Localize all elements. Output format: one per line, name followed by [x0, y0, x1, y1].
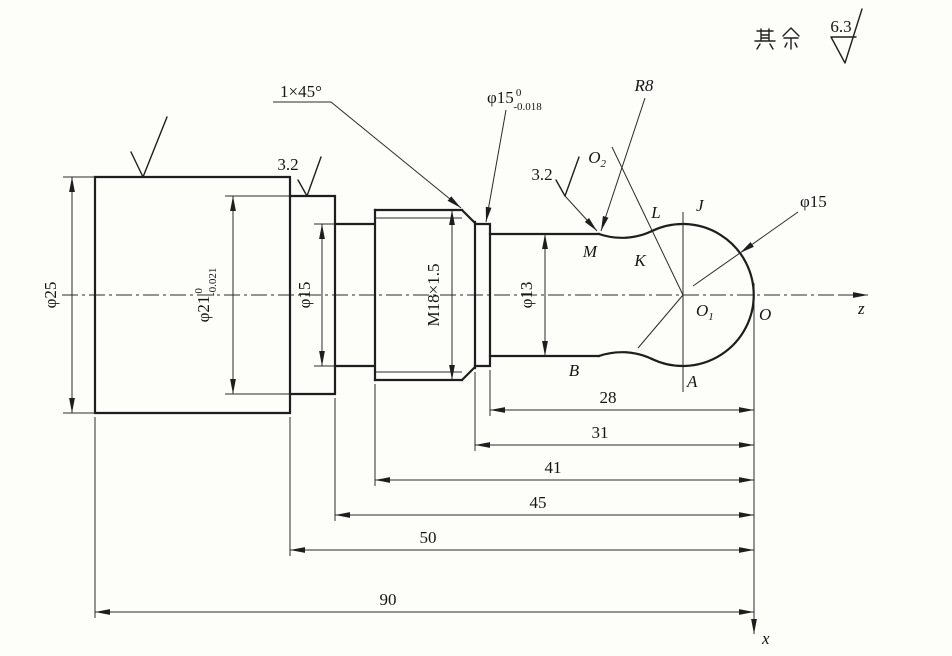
roughness-6-3-general-icon	[830, 8, 863, 64]
roughness-3-2-flange-icon	[297, 156, 322, 197]
dim-value-28: 28	[600, 388, 617, 407]
roughness-3-2-neck-icon	[555, 156, 580, 197]
point-label-o1: O1	[696, 301, 714, 323]
neck-finish-leader	[564, 195, 598, 232]
roughness-value-neck: 3.2	[531, 165, 552, 184]
dim-value-50: 50	[420, 528, 437, 547]
point-label-l: L	[650, 203, 660, 222]
qiyu-prefix-glyphs	[754, 27, 800, 50]
axis-label-z: z	[857, 299, 865, 318]
phi21-flange-section	[288, 194, 337, 396]
general-finish-value: 6.3	[830, 17, 851, 36]
point-label-m: M	[582, 242, 598, 261]
dim-value-90: 90	[380, 590, 397, 609]
o1-lower-construction-line	[637, 294, 684, 349]
dimensions	[63, 97, 799, 618]
construction-lines	[375, 146, 741, 392]
phi25-label: φ25	[41, 282, 60, 309]
phi13-label: φ13	[517, 282, 536, 309]
surface-finish-symbols	[130, 8, 863, 197]
point-label-j: J	[696, 196, 705, 215]
point-label-o2: O2	[588, 148, 606, 170]
point-label-o: O	[759, 305, 771, 324]
dim-value-41: 41	[545, 458, 562, 477]
phi15-ball-label: φ15	[800, 192, 827, 211]
thread-section	[373, 208, 477, 382]
r8-leader	[600, 97, 646, 232]
machined-surface-icon	[130, 116, 168, 178]
yu-glyph	[782, 27, 800, 50]
phi25-section	[93, 175, 292, 415]
phi25-extension-lines	[63, 176, 95, 414]
point-label-b: B	[569, 361, 580, 380]
roughness-value-flange: 3.2	[277, 155, 298, 174]
phi15-journal-leader	[485, 109, 507, 223]
chamfer-label: 1×45°	[280, 82, 322, 101]
phi15-journal-section	[473, 222, 492, 368]
phi21-label: φ210-0.021	[193, 268, 219, 323]
ball-dia-leader	[739, 211, 799, 254]
phi15-relief-groove-section	[333, 208, 377, 382]
point-label-k: K	[633, 251, 647, 270]
thread-minor-lines	[375, 217, 462, 373]
dim-value-45: 45	[530, 493, 547, 512]
dim-value-31: 31	[592, 423, 609, 442]
ball-dia-leader-tail	[692, 252, 741, 287]
axis-label-x: x	[761, 629, 770, 648]
ball-outline	[650, 222, 755, 368]
qi-glyph	[754, 28, 776, 50]
point-label-a: A	[686, 372, 698, 391]
r8-concave-arc-top	[597, 229, 654, 239]
thread-label: M18×1.5	[424, 264, 443, 327]
r8-concave-arc-bottom	[597, 351, 654, 361]
o2-o1-line	[611, 146, 684, 296]
r8-label: R8	[634, 76, 654, 95]
phi15-groove-label: φ15	[295, 282, 314, 309]
chamfer-leader	[273, 101, 462, 209]
length-extension-lines	[94, 370, 491, 618]
